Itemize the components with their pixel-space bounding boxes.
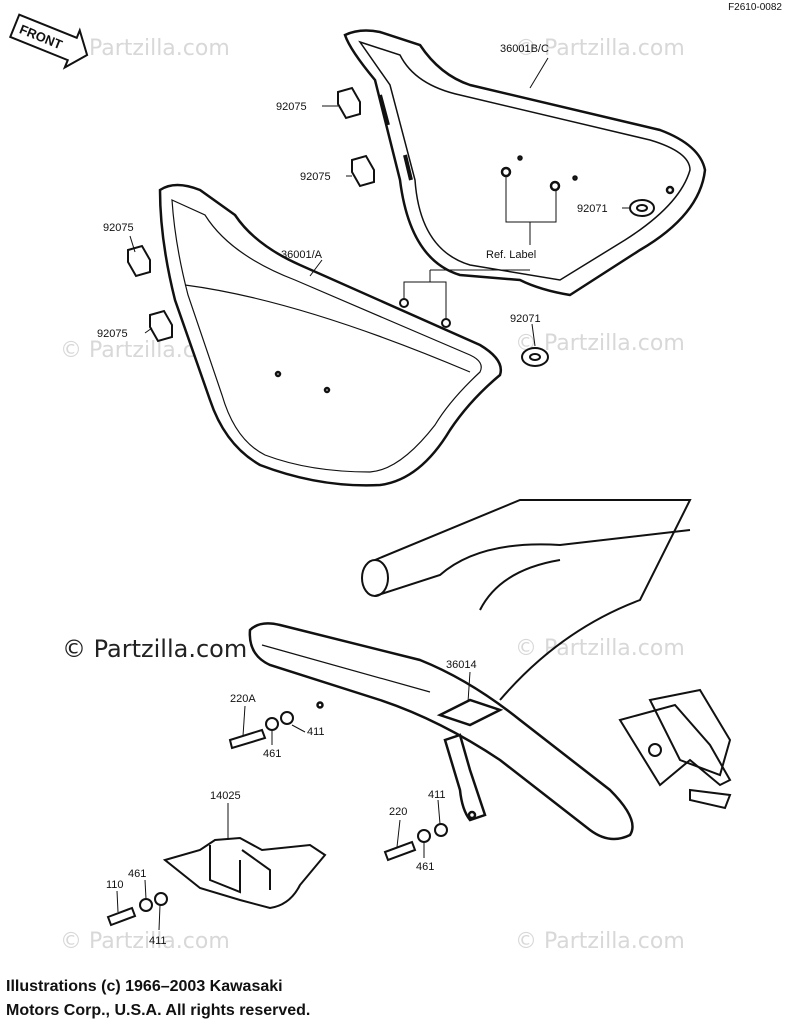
callout-14025: 14025 xyxy=(210,790,241,802)
swingarm xyxy=(361,499,732,810)
copyright-line-2: Motors Corp., U.S.A. All rights reserved… xyxy=(6,1002,311,1019)
chain-guard xyxy=(248,622,634,841)
callout-411: 411 xyxy=(307,726,325,738)
callout-411: 411 xyxy=(149,935,167,947)
grommet-92075 xyxy=(127,86,375,343)
callout-220: 220 xyxy=(389,806,407,818)
callout-92075: 92075 xyxy=(97,328,128,340)
callout-461: 461 xyxy=(416,861,434,873)
front-arrow-icon: FRONT xyxy=(8,13,89,70)
lower-guard xyxy=(162,836,327,910)
callout-92075: 92075 xyxy=(300,171,331,183)
copyright-notice: Illustrations (c) 1966–2003 Kawasaki Mot… xyxy=(6,975,310,1023)
watermark-text: © Partzilla.com xyxy=(515,36,685,61)
callout-411: 411 xyxy=(428,789,446,801)
watermark-text: © Partzilla.com xyxy=(60,929,230,954)
watermark-main: © Partzilla.com xyxy=(62,635,247,663)
watermarks: © Partzilla.com © Partzilla.com © Partzi… xyxy=(60,36,685,954)
callout-92075: 92075 xyxy=(276,101,307,113)
clip-parts xyxy=(399,298,451,328)
callout-92075: 92075 xyxy=(103,222,134,234)
hardware xyxy=(106,711,448,927)
callout-110: 110 xyxy=(106,879,124,891)
callout-36001bc: 36001B/C xyxy=(500,43,549,55)
watermark-text: © Partzilla.com xyxy=(515,929,685,954)
callout-220a: 220A xyxy=(230,693,256,705)
callout-461: 461 xyxy=(128,868,146,880)
copyright-line-1: Illustrations (c) 1966–2003 Kawasaki xyxy=(6,978,283,995)
callout-461: 461 xyxy=(263,748,281,760)
callout-92071: 92071 xyxy=(510,313,541,325)
side-cover-left xyxy=(158,183,503,487)
ref-label-text: Ref. Label xyxy=(486,249,536,261)
grommet-92071 xyxy=(521,199,655,367)
callout-36001a: 36001/A xyxy=(281,249,323,261)
side-cover-right xyxy=(343,29,707,297)
callout-36014: 36014 xyxy=(446,659,477,671)
watermark-text: © Partzilla.com xyxy=(60,36,230,61)
callout-92071: 92071 xyxy=(577,203,608,215)
watermark-text: © Partzilla.com xyxy=(515,636,685,661)
callouts: 36001B/C 92075 92075 92075 92075 36001/A… xyxy=(97,43,630,947)
diagram-code: F2610-0082 xyxy=(728,2,782,13)
